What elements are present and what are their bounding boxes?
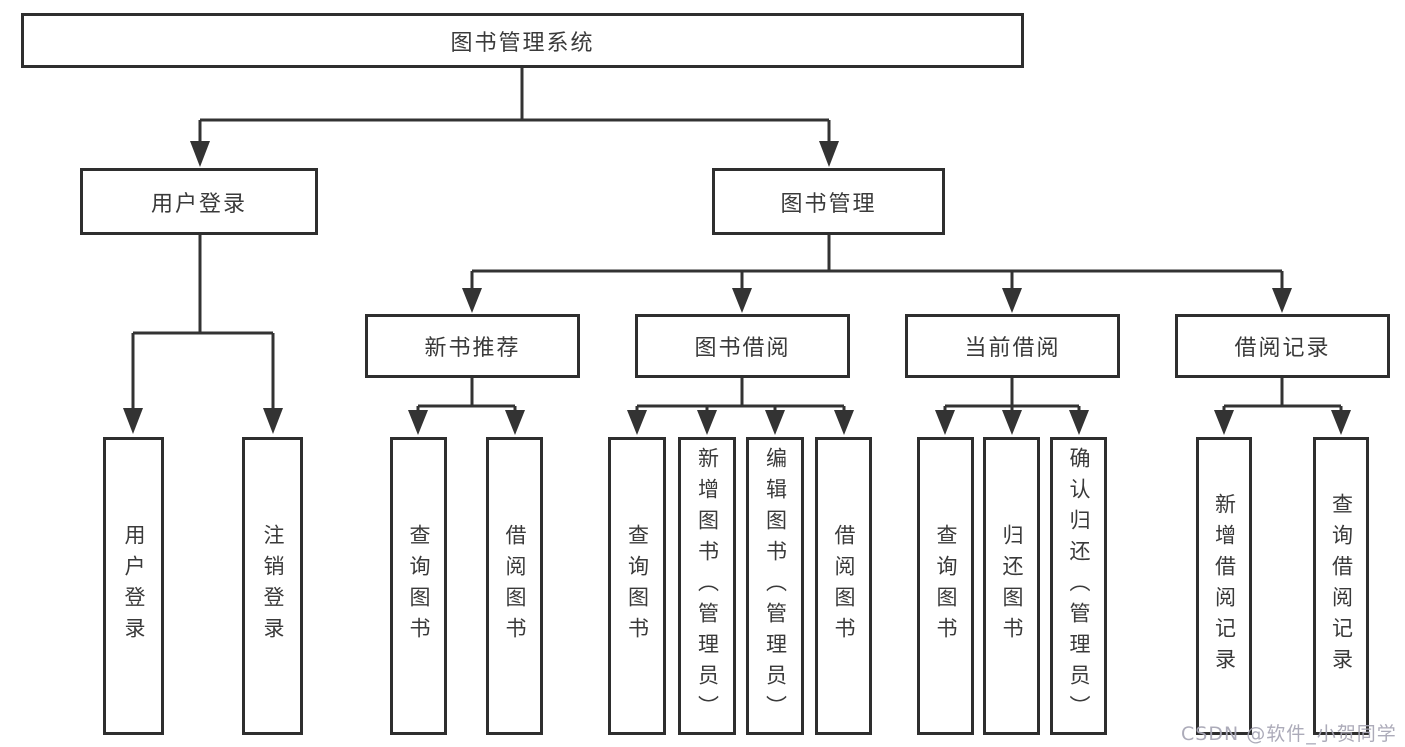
node-borrowing-records: 借阅记录	[1175, 314, 1390, 378]
node-label: 注销登录	[261, 524, 285, 648]
node-label: 当前借阅	[964, 336, 1061, 361]
node-label: 查询借阅记录	[1329, 493, 1354, 679]
node-label: 用户登录	[150, 191, 247, 217]
leaf-borrow-books-recommend: 借阅图书	[486, 437, 543, 735]
leaf-logout: 注销登录	[242, 437, 303, 735]
leaf-edit-books-admin: 编辑图书（管理员）	[746, 437, 804, 735]
node-label: 借阅图书	[832, 524, 856, 648]
node-label: 图书管理系统	[450, 30, 595, 56]
leaf-user-login: 用户登录	[103, 437, 164, 735]
node-label: 编辑图书（管理员）	[763, 446, 788, 726]
edge-bookmgmt-to-level3	[462, 235, 1292, 313]
leaf-query-books-current: 查询图书	[917, 437, 974, 735]
leaf-query-books-borrow: 查询图书	[608, 437, 666, 735]
leaf-query-borrow-record: 查询借阅记录	[1313, 437, 1369, 735]
node-label: 用户登录	[122, 524, 146, 648]
node-label: 图书管理	[780, 191, 877, 217]
node-label: 图书借阅	[694, 336, 791, 361]
edge-root-to-level2	[190, 68, 839, 167]
edge-currentborrow-to-leaves	[935, 378, 1089, 435]
edge-bookborrow-to-leaves	[627, 378, 854, 435]
node-current-borrowing: 当前借阅	[905, 314, 1120, 378]
leaf-confirm-return-admin: 确认归还（管理员）	[1050, 437, 1107, 735]
node-label: 查询图书	[407, 524, 431, 648]
leaf-borrow-books: 借阅图书	[815, 437, 872, 735]
node-label: 确认归还（管理员）	[1067, 446, 1091, 726]
node-book-management: 图书管理	[712, 168, 945, 235]
node-book-management-system: 图书管理系统	[21, 13, 1024, 68]
node-label: 归还图书	[1000, 524, 1024, 648]
edge-newbook-to-leaves	[408, 378, 525, 435]
edge-records-to-leaves	[1214, 378, 1351, 435]
node-label: 新书推荐	[424, 336, 521, 361]
node-label: 新增图书（管理员）	[695, 446, 720, 726]
node-label: 借阅图书	[503, 524, 527, 648]
node-new-book-recommendation: 新书推荐	[365, 314, 580, 378]
node-user-login: 用户登录	[80, 168, 318, 235]
node-label: 新增借阅记录	[1212, 493, 1237, 679]
edge-userlogin-to-leaves	[123, 235, 283, 434]
leaf-query-books-recommend: 查询图书	[390, 437, 447, 735]
leaf-return-books: 归还图书	[983, 437, 1040, 735]
node-label: 借阅记录	[1234, 336, 1331, 361]
node-label: 查询图书	[625, 524, 650, 648]
leaf-add-books-admin: 新增图书（管理员）	[678, 437, 736, 735]
node-book-borrowing: 图书借阅	[635, 314, 850, 378]
csdn-watermark: CSDN @软件_小贺同学	[1181, 723, 1397, 745]
node-label: 查询图书	[934, 524, 958, 648]
leaf-add-borrow-record: 新增借阅记录	[1196, 437, 1252, 735]
